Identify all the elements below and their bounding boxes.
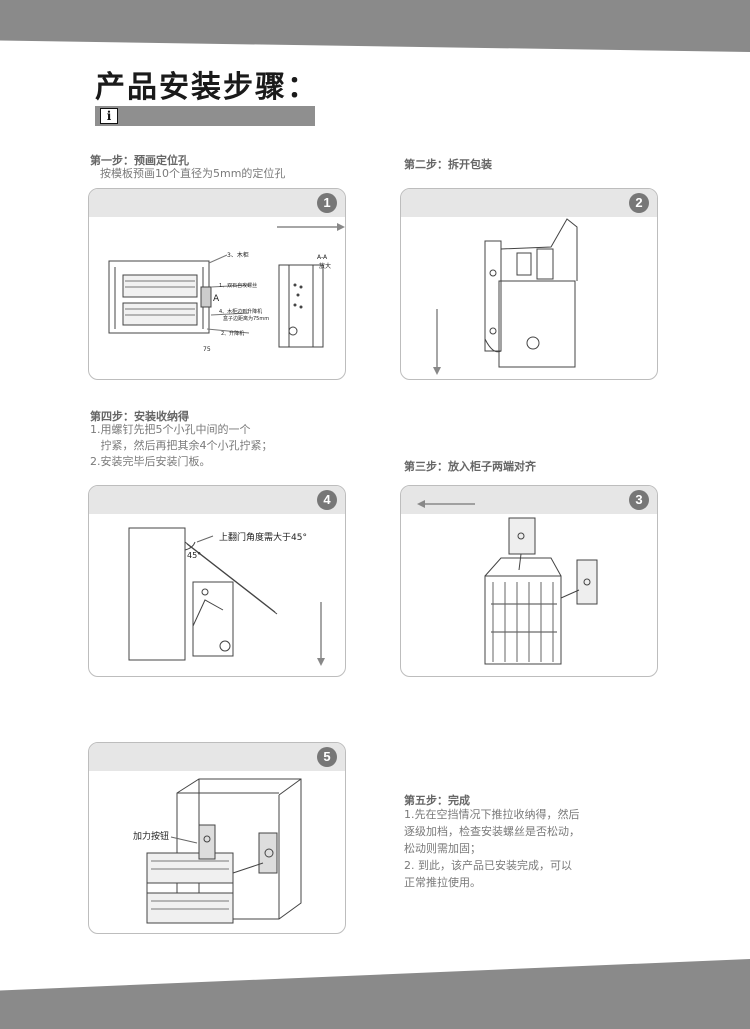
angle-label: 45° (187, 551, 201, 560)
step3-panel: 3 (400, 485, 658, 677)
page-title: 产品安装步骤： (95, 70, 319, 105)
step5-line: 2. 到此，该产品已安装完成，可以 (404, 859, 572, 872)
step-number-badge: 1 (317, 193, 337, 213)
door-angle-note: 上翻门角度需大于45° (219, 531, 307, 543)
step1-line: 按模板预画10个直径为5mm的定位孔 (100, 167, 286, 180)
label-enlarge: 放大 (319, 262, 331, 270)
step5-text: 1.先在空挡情况下推拉收纳得，然后 逐级加档，检查安装螺丝是否松动， 松动则需加… (404, 806, 580, 891)
step5-line: 1.先在空挡情况下推拉收纳得，然后 (404, 808, 580, 821)
step5-line: 逐级加档，检查安装螺丝是否松动， (404, 825, 580, 838)
down-arrow-icon (433, 309, 441, 375)
label-edge-distance: 4、木柜边到升降机 (219, 308, 262, 315)
panel-header-band (89, 189, 345, 217)
step4-panel: 4 上翻门角度需大于45° 45° (88, 485, 346, 677)
step-number-badge: 3 (629, 490, 649, 510)
step-number-badge: 4 (317, 490, 337, 510)
panel-header-band (401, 189, 657, 217)
step5-diagram: 加力按钮 (133, 778, 302, 924)
panel-header-band (89, 486, 345, 514)
step1-text: 按模板预画10个直径为5mm的定位孔 (100, 166, 285, 182)
bottom-gray-band (0, 959, 750, 1029)
panel-header-band (89, 743, 345, 771)
step5-heading: 第五步：完成 (404, 794, 470, 807)
label-a: A (213, 294, 220, 304)
label-dimension: 75 (203, 346, 211, 353)
step4-text: 1.用螺钉先把5个小孔中间的一个 拧紧，然后再把其余4个小孔拧紧； 2.安装完毕… (90, 422, 273, 470)
step4-diagram: 上翻门角度需大于45° 45° (128, 527, 325, 666)
force-button-label: 加力按钮 (133, 830, 169, 842)
label-edge-distance-value: 盒子边距离为75mm (223, 315, 269, 322)
step2-panel: 2 (400, 188, 658, 380)
step4-line: 1.用螺钉先把5个小孔中间的一个 (90, 423, 251, 436)
step5-line: 正常推拉使用。 (404, 876, 481, 889)
step5-line: 松动则需加固； (404, 842, 481, 855)
step1-panel: 1 3、木柜 A-A (88, 188, 346, 380)
step5-panel: 5 加力按钮 (88, 742, 346, 934)
step2-diagram (433, 218, 578, 375)
down-arrow-icon (317, 602, 325, 666)
step1-diagram: 3、木柜 A-A 放大 A 1、双石自攻螺丝 4、木柜边到升降机 盒子边距离为7… (108, 223, 345, 353)
step4-line: 2.安装完毕后安装门板。 (90, 455, 211, 468)
step3-heading: 第三步：放入柜子两端对齐 (404, 460, 536, 473)
step4-heading: 第四步：安装收纳得 (90, 410, 189, 423)
label-wood-cabinet: 3、木柜 (227, 251, 249, 259)
info-icon: i (100, 108, 118, 124)
step2-heading: 第二步：拆开包装 (404, 158, 492, 171)
label-section-aa: A-A (317, 254, 328, 261)
step-number-badge: 2 (629, 193, 649, 213)
panel-header-band (401, 486, 657, 514)
title-underline-bar: i (95, 106, 315, 126)
label-self-tapping-screw: 1、双石自攻螺丝 (219, 282, 257, 289)
left-arrow-icon (417, 500, 475, 508)
step-number-badge: 5 (317, 747, 337, 767)
label-lift: 2、升降机 (221, 330, 244, 337)
step3-diagram (417, 500, 598, 665)
step1-heading: 第一步：预画定位孔 (90, 154, 189, 167)
top-gray-band (0, 0, 750, 52)
right-arrow-icon (277, 223, 345, 231)
step4-line: 拧紧，然后再把其余4个小孔拧紧； (90, 439, 273, 452)
